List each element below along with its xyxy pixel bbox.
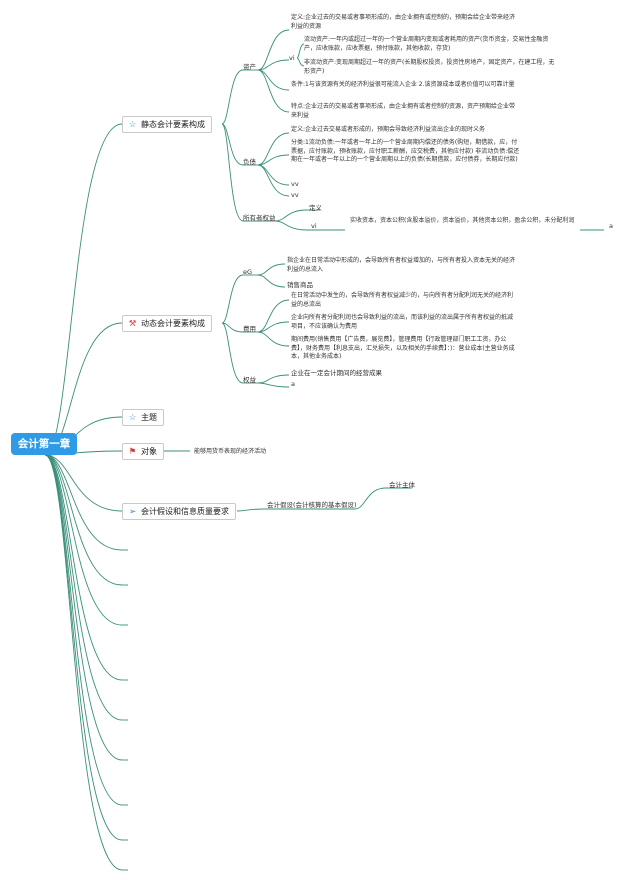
vi-child-line [296, 43, 305, 59]
root-empty-branch-line [44, 454, 123, 586]
root-branch-line [44, 123, 123, 456]
equity-content: 实收资本，资本公积(含股本溢价，资本溢价，其他资本公积，盈余公积，未分配利润 [350, 217, 575, 224]
expenses-child-line [257, 321, 290, 333]
static-to-equity [221, 123, 244, 222]
profit-child-line [257, 374, 290, 384]
topic-subject[interactable]: ☆主题 [122, 409, 164, 426]
star-outline-icon: ☆ [128, 120, 137, 130]
profit-tail: a [291, 380, 295, 388]
equity-child-line [274, 220, 308, 231]
topic-static-elements[interactable]: ☆静态会计要素构成 [122, 116, 212, 133]
revenue-child-line [257, 263, 286, 276]
liabilities-child-line [257, 132, 290, 166]
noncurrent-assets: 非流动资产:变现周期超过一年的资产(长期股权投资，投资性房地产，固定资产，在建工… [304, 59, 555, 75]
star-outline-icon: ☆ [128, 413, 137, 423]
expenses-label[interactable]: 费用 [243, 325, 256, 333]
equity-child-line [274, 209, 308, 222]
root-branch-line [44, 454, 123, 512]
root-empty-branch-line [44, 454, 123, 871]
expenses-definition: 在日常活动中发生的，会导致所有者权益减少的，与向所有者分配利润无关的经济利益的总… [291, 292, 514, 308]
equity-label[interactable]: 所有者权益 [243, 214, 276, 222]
revenue-label[interactable]: eG [243, 268, 253, 276]
revenue-definition: 指企业在日常活动中形成的，会导致所有者权益增加的，与所有者投入资本无关的经济利益… [287, 257, 516, 273]
assumption-branch-label[interactable]: 会计假设(会计核算的基本假设) [267, 501, 357, 509]
accounting-entity: 会计主体 [389, 481, 415, 489]
vi-child-line [296, 57, 305, 67]
equity-definition: 定义 [309, 204, 322, 212]
dynamic-to-expenses [221, 322, 244, 333]
revenue-child-line [257, 274, 286, 288]
revenue-item: 销售商品 [287, 281, 313, 289]
liabilities-child-line [257, 164, 290, 197]
root-empty-branch-line [44, 454, 123, 551]
expenses-note: 企业向所有者分配利润也会导致利益的流出，而该利益的流出属于所有者权益的抵减项目，… [291, 314, 514, 330]
assumption-child-line [354, 487, 387, 510]
assets-child-line [257, 29, 290, 71]
paper-plane-icon: ➢ [128, 507, 137, 517]
object-note: 能够用货币表现的经济活动 [194, 448, 267, 455]
assets-vi-label: vi [289, 54, 295, 62]
root-empty-branch-line [44, 454, 123, 721]
liabilities-classification: 分类:1流动负债:一年或者一年上的一个营业周期内偿还的债务(购短，期借款，应，付… [291, 139, 520, 164]
liabilities-label[interactable]: 负债 [243, 158, 256, 166]
assets-child-line [257, 69, 290, 113]
liabilities-vv-2: vv [291, 191, 299, 199]
dynamic-to-revenue [221, 274, 244, 324]
assets-label[interactable]: 资产 [243, 63, 256, 71]
topic-object[interactable]: ⚑对象 [122, 443, 164, 460]
root-empty-branch-line [44, 454, 123, 626]
liabilities-vv-1: vv [291, 180, 299, 188]
root-empty-branch-line [44, 454, 123, 806]
root-empty-branch-line [44, 454, 123, 841]
equity-tail: a [609, 222, 613, 230]
red-flag-icon: ⚑ [128, 447, 137, 457]
expenses-child-line [257, 331, 290, 347]
expenses-period: 期间费用(销售费用【广告费，展览费】，管理费用【行政管理部门职工工资，办公费】，… [291, 336, 515, 361]
liabilities-child-line [257, 164, 290, 186]
assets-definition: 定义:企业过去的交易或者事项形成的，由企业拥有或控制的，预期会给企业带来经济利益… [291, 14, 516, 30]
equity-vi-label: vi [311, 222, 317, 230]
root-empty-branch-line [44, 454, 123, 761]
profit-label[interactable]: 权益 [243, 376, 256, 384]
topic-dynamic-elements[interactable]: ⚒动态会计要素构成 [122, 315, 212, 332]
assets-conditions: 条件:1与该资源有关的经济利益很可能流入企业 2.该资源成本或者价值可以可靠计量 [291, 81, 515, 88]
assets-features: 特点:企业过去的交易或者事项形成，由企业拥有或者控制的资源，资产预期给企业带来利… [291, 103, 516, 119]
profit-definition: 企业在一定会计期间的经营成果 [291, 369, 382, 377]
liabilities-definition: 定义:企业过去交易或者形成的，预期会导致经济利益流出企业的现时义务 [291, 126, 486, 133]
current-assets: 流动资产:一年内或超过一年的一个营业周期内变现或者耗用的资产(货币资金，交易性金… [304, 36, 549, 52]
assets-child-line [257, 59, 290, 71]
assumption-to-branch [236, 508, 266, 512]
static-to-assets [221, 69, 244, 125]
expenses-child-line [257, 299, 290, 333]
dynamic-to-profit [221, 322, 244, 384]
tools-icon: ⚒ [128, 319, 137, 329]
profit-child-line [257, 382, 290, 388]
topic-assumption-quality[interactable]: ➢会计假设和信息质量要求 [122, 503, 236, 520]
liabilities-child-line [257, 154, 290, 166]
root-topic[interactable]: 会计第一章 [11, 433, 77, 455]
root-empty-branch-line [44, 454, 123, 681]
